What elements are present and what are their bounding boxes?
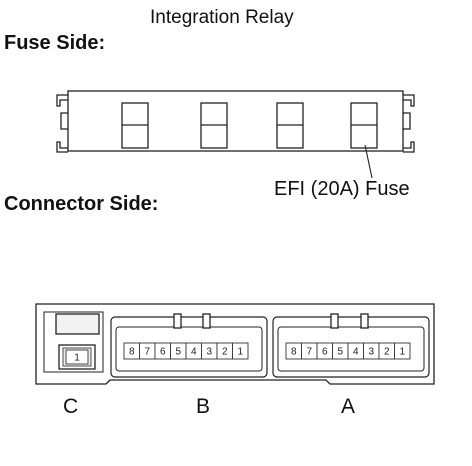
pin-number: 7: [306, 347, 312, 358]
efi-callout-leader: [364, 144, 373, 179]
pin-number: 5: [337, 347, 343, 358]
pin-number: 4: [191, 347, 197, 358]
pin-number: 6: [160, 347, 166, 358]
pin-cell: [232, 342, 249, 360]
pin-cell: [394, 342, 411, 360]
diagram-title: Integration Relay: [150, 7, 294, 28]
connector-c-pins: 1: [65, 349, 89, 365]
pin-number: 6: [322, 347, 328, 358]
pin-number: 1: [399, 347, 405, 358]
pin-cell: [65, 349, 89, 365]
pin-number: 7: [144, 347, 150, 358]
pin-number: 3: [368, 347, 374, 358]
pin-number: 4: [353, 347, 359, 358]
pin-number: 3: [206, 347, 212, 358]
fuse-block-icon: [56, 90, 415, 179]
pin-number: 8: [129, 347, 135, 358]
pin-number: 8: [291, 347, 297, 358]
pin-number: 2: [384, 347, 390, 358]
efi-fuse-slot: [350, 102, 378, 149]
pin-number: 2: [222, 347, 228, 358]
connector-b-label: B: [196, 395, 211, 418]
connector-c-label: C: [63, 395, 79, 418]
fuse-slot: [276, 102, 304, 149]
pin-number: 5: [175, 347, 181, 358]
pin-number: 1: [74, 353, 80, 364]
pin-number: 1: [237, 347, 243, 358]
efi-fuse-callout-label: EFI (20A) Fuse: [274, 178, 410, 200]
fuse-side-heading: Fuse Side:: [4, 32, 106, 54]
fuse-slot: [121, 102, 149, 149]
fuse-slot: [200, 102, 228, 149]
connector-side-heading: Connector Side:: [4, 193, 159, 215]
connector-a-label: A: [341, 395, 356, 418]
